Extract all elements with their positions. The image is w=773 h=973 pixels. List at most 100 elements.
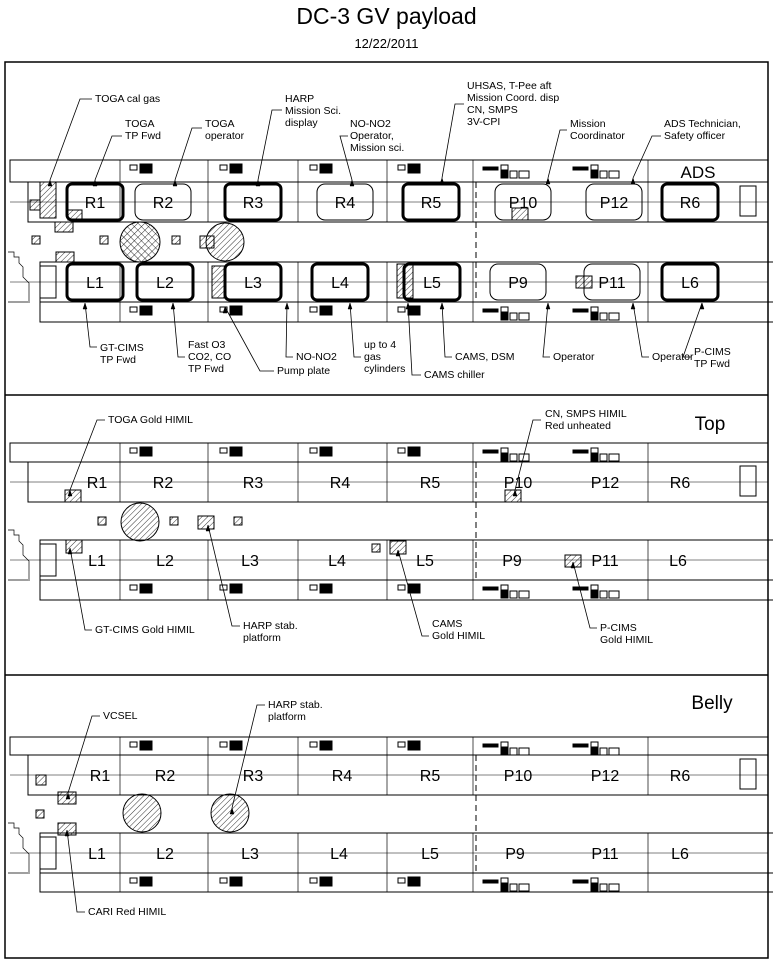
callout: CAMS, DSM	[439, 302, 515, 363]
connector-icon	[407, 876, 421, 887]
connector-icon	[229, 305, 243, 316]
connector-icon	[608, 312, 620, 321]
outer-frame	[4, 61, 769, 959]
rack-label-r1: R1	[87, 475, 108, 492]
panel-label: ADS	[681, 163, 716, 182]
storage-box	[739, 758, 757, 790]
hatched-equipment	[64, 489, 82, 503]
connector-icon	[599, 453, 608, 462]
door-outline	[8, 822, 30, 874]
rack-outline	[223, 182, 283, 222]
rack-label-l3: L3	[244, 275, 262, 292]
rack-label-r1: R1	[85, 195, 106, 212]
connector-icon	[599, 883, 608, 892]
outlet-icon	[500, 584, 509, 591]
outlet-icon	[397, 447, 406, 454]
connector-icon	[509, 170, 518, 179]
rack-label-l2: L2	[156, 846, 174, 863]
callout-text: CAMS	[432, 618, 462, 630]
outlet-icon	[219, 164, 228, 171]
hatched-equipment	[396, 263, 414, 299]
leader-line	[441, 302, 452, 358]
callout-text: Gold HIMIL	[600, 634, 653, 646]
rack-label-r2: R2	[155, 768, 176, 785]
callout: CARI Red HIMIL	[64, 829, 166, 918]
rack-label-r2: R2	[153, 475, 174, 492]
connector-icon	[229, 740, 243, 751]
arrowhead-icon	[570, 561, 576, 569]
rack-label-r3: R3	[243, 195, 264, 212]
callout: TOGA cal gas	[47, 93, 160, 187]
connector-icon	[590, 453, 599, 462]
callout: TOGA Gold HIMIL	[67, 414, 193, 497]
rack-label-l6: L6	[681, 275, 699, 292]
connector-icon	[608, 590, 620, 599]
callout-text: Operator,	[350, 130, 394, 142]
callout: Operator	[542, 302, 595, 363]
power-strip-icon	[572, 449, 589, 454]
leader-line	[632, 135, 661, 179]
hatched-equipment	[67, 209, 83, 221]
outlet-icon	[309, 306, 318, 313]
rack-label-p12: P12	[600, 195, 629, 212]
callout-text: Fast O3	[188, 339, 226, 351]
diagram-title: DC-3 GV payload	[296, 3, 477, 29]
outlet-icon	[397, 306, 406, 313]
callout-text: HARP	[285, 93, 314, 105]
leader-line	[67, 715, 100, 794]
arrowhead-icon	[64, 829, 70, 837]
storage-box	[739, 465, 757, 497]
arrowhead-icon	[545, 302, 551, 310]
connector-icon	[319, 876, 333, 887]
door-outline	[8, 251, 30, 303]
outlet-icon	[397, 877, 406, 884]
callout-text: TP Fwd	[188, 363, 224, 375]
rack-label-l5: L5	[416, 553, 434, 570]
connector-icon	[407, 583, 421, 594]
upper-equipment-strip	[9, 736, 769, 756]
rack-label-l1: L1	[86, 275, 104, 292]
diagram-date: 12/22/2011	[354, 36, 419, 51]
rack-label-l4: L4	[330, 846, 348, 863]
leader-line	[632, 302, 649, 358]
callout-text: CAMS, DSM	[455, 351, 515, 363]
rack-label-l3: L3	[241, 846, 259, 863]
callout-text: UHSAS, T-Pee aft	[467, 80, 552, 92]
connector-icon	[407, 740, 421, 751]
connector-icon	[599, 170, 608, 179]
outlet-icon	[219, 877, 228, 884]
arrowhead-icon	[229, 807, 235, 815]
outlet-icon	[590, 306, 599, 313]
outlet-icon	[500, 164, 509, 171]
rack-outline	[660, 262, 720, 302]
power-strip-icon	[482, 449, 499, 454]
leader-line	[66, 829, 85, 913]
connector-icon	[608, 883, 620, 892]
outlet-icon	[397, 584, 406, 591]
panel-label: Top	[695, 414, 726, 435]
arrowhead-icon	[67, 489, 73, 497]
hatched-equipment	[65, 539, 83, 554]
power-strip-icon	[572, 879, 589, 884]
callout-text: HARP stab.	[243, 620, 298, 632]
callout-text: up to 4	[364, 339, 396, 351]
callout-text: NO-NO2	[350, 118, 391, 130]
arrowhead-icon	[222, 306, 228, 314]
outlet-icon	[219, 741, 228, 748]
rack-label-r5: R5	[420, 475, 441, 492]
outlet-icon	[590, 447, 599, 454]
power-strip-icon	[482, 586, 499, 591]
hatched-equipment	[54, 221, 74, 233]
leader-line	[94, 135, 122, 181]
connector-icon	[599, 747, 608, 756]
connector-icon	[590, 170, 599, 179]
callout-text: operator	[205, 130, 245, 142]
rack-label-p9: P9	[505, 846, 525, 863]
callout-text: gas	[364, 351, 381, 363]
callout: HARP stab.platform	[229, 699, 323, 815]
arrowhead-icon	[439, 177, 445, 185]
callout-text: TOGA	[125, 118, 155, 130]
callout-text: VCSEL	[103, 710, 138, 722]
